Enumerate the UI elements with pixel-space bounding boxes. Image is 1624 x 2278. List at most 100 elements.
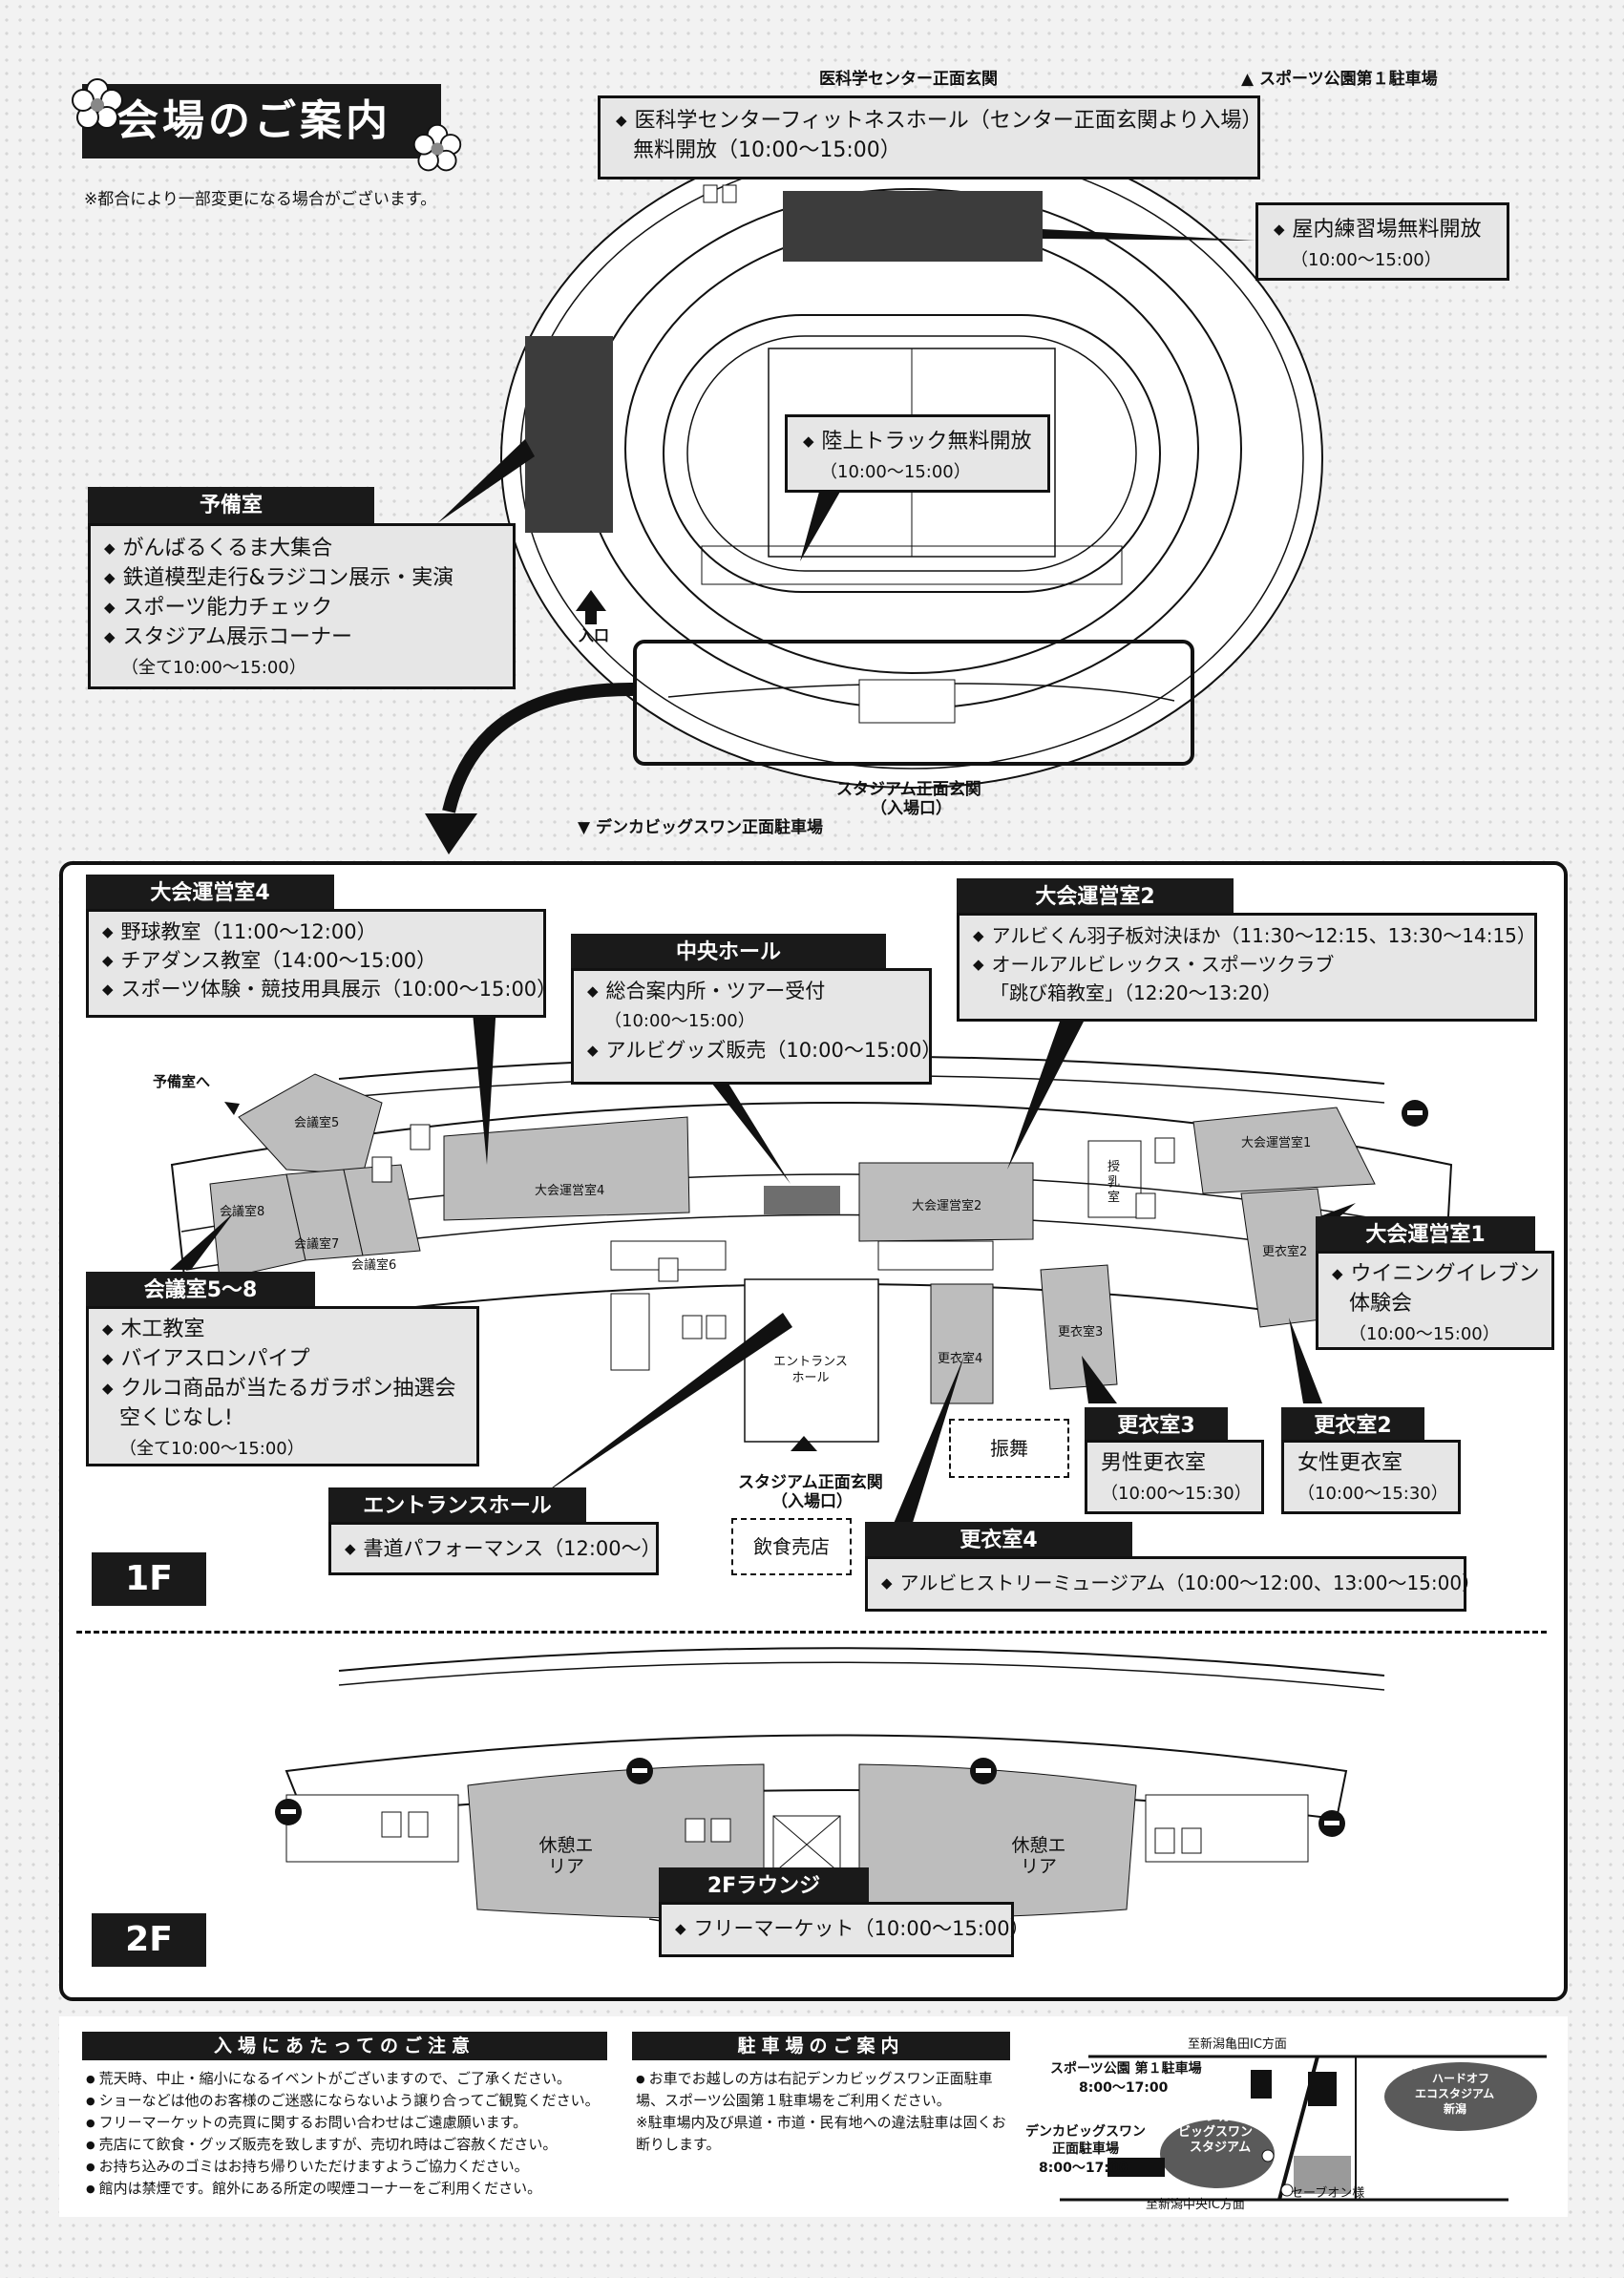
locker4-callout: アルビヒストリーミュージアム（10:00〜12:00、13:00〜15:00） [865,1556,1482,1612]
to-kameda-label: 至新潟亀田IC方面 [1188,2037,1287,2052]
fitness-hall-time: 無料開放（10:00〜15:00） [633,138,901,162]
map-label-entrance-hall: エントランスホール [773,1355,848,1385]
map-label-kaigi7: 会議室7 [294,1237,340,1252]
track-text: 陸上トラック無料開放 [803,427,1032,456]
map-label-unei1: 大会運営室1 [1241,1136,1312,1150]
reserve-item: スタジアム展示コーナー [104,622,499,652]
front-parking-label: ▼ デンカビッグスワン正面駐車場 [578,818,823,837]
indoor-practice-time: （10:00〜15:00） [1291,250,1442,270]
p1-time: 8:00〜17:00 [1079,2080,1169,2096]
locker3-title: 更衣室3 [1085,1407,1228,1445]
locker2-sub: 女性更衣室 [1297,1451,1403,1475]
p1-label: スポーツ公園 第１駐車場 [1050,2061,1202,2077]
floor-2f-tag: 2F [92,1913,206,1967]
fitness-hall-text: 医科学センターフィットネスホール（センター正面玄関より入場） [616,106,1263,136]
room1-time: （10:00〜15:00） [1349,1324,1500,1344]
map-label-kaigi6: 会議室6 [351,1258,397,1273]
reserve-room-title: 予備室 [88,487,374,525]
top-entrance-label: 医科学センター正面玄関 [819,70,998,89]
meeting-item: バイアスロンパイプ [102,1344,463,1374]
notices-title: 入場にあたってのご注意 [82,2032,607,2060]
entrance-hall-item: 書道パフォーマンス（12:00〜） [345,1534,662,1563]
room4-item: チアダンス教室（14:00〜15:00） [102,946,530,975]
stadium-mini-label-2: ビッグスワン [1178,2125,1254,2140]
notice-item: 荒天時、中止・縮小になるイベントがございますので、ご了承ください。 [86,2068,621,2090]
notice-item: ショーなどは他のお客様のご迷惑にならないよう譲り合ってご観覧ください。 [86,2090,621,2112]
p2-time: 8:00〜17:00 [1039,2161,1128,2176]
room1-title: 大会運営室1 [1316,1216,1535,1255]
entrance-hall-callout: 書道パフォーマンス（12:00〜） [328,1522,662,1575]
stadium-mini-label-3: スタジアム [1190,2141,1252,2155]
map-label-koui2: 更衣室2 [1262,1245,1308,1259]
page-title: 会場のご案内 [116,96,391,145]
to-reserve-label: 予備室へ [153,1073,211,1090]
parking-item: お車でお越しの方は右記デンカビッグスワン正面駐車場、スポーツ公園第１駐車場をご利… [636,2068,1018,2112]
notices-list: 荒天時、中止・縮小になるイベントがございますので、ご了承ください。 ショーなどは… [86,2068,621,2200]
floor2-map [275,1647,1385,1934]
locker2-time: （10:00〜15:30） [1297,1484,1448,1504]
lounge-title: 2Fラウンジ [659,1867,869,1906]
floor-1f-tag: 1F [92,1552,206,1606]
entrance-hall-title: エントランスホール [328,1487,586,1526]
map-label-unei4: 大会運営室4 [535,1184,605,1198]
reserve-item: スポーツ能力チェック [104,593,499,622]
header-note: ※都合により一部変更になる場合がございます。 [84,190,437,209]
room2-callout: アルビくん羽子板対決ほか（11:30〜12:15、13:30〜14:15） オー… [957,913,1537,1022]
food-stall-area: 飲食売店 [731,1518,852,1575]
locker4-item: アルビヒストリーミュージアム（10:00〜12:00、13:00〜15:00） [881,1569,1482,1597]
parking1-label: ▲ スポーツ公園第１駐車場 [1241,70,1438,89]
meeting-item: 木工教室 [102,1315,463,1344]
room4-item: スポーツ体験・競技用具展示（10:00〜15:00） [102,975,558,1003]
locker-room-4 [930,1283,994,1404]
room1-note: 体験会 [1349,1292,1413,1316]
floor1-map [170,1002,1453,1526]
central-hall-callout: 総合案内所・ツアー受付 （10:00〜15:00） アルビグッズ販売（10:00… [571,968,942,1085]
meeting-room-5 [238,1073,383,1175]
operation-room-1 [1192,1107,1376,1194]
lounge-item: フリーマーケット（10:00〜15:00） [675,1914,1030,1943]
map-label-unei2: 大会運営室2 [912,1199,982,1213]
track-callout: 陸上トラック無料開放（10:00〜15:00） [785,414,1050,493]
hardoff-label: ハードオフ [1432,2072,1490,2085]
meeting-time: （全て10:00〜15:00） [119,1439,305,1459]
map-label-junyu: 授乳室 [1107,1160,1121,1205]
notice-item: お持ち込みのゴミはお持ち帰りいただけますようご協力ください。 [86,2156,621,2178]
locker4-title: 更衣室4 [865,1522,1132,1560]
fitness-hall-callout: 医科学センターフィットネスホール（センター正面玄関より入場）無料開放（10:00… [598,95,1263,179]
map-label-kaigi5: 会議室5 [294,1116,340,1130]
meeting-callout: 木工教室 バイアスロンパイプ クルコ商品が当たるガラポン抽選会 空くじなし! （… [86,1306,479,1466]
central-hall-item: 総合案内所・ツアー受付 [587,977,916,1005]
lounge-callout: フリーマーケット（10:00〜15:00） [659,1902,1030,1957]
room4-callout: 野球教室（11:00〜12:00） チアダンス教室（14:00〜15:00） ス… [86,909,558,1018]
rest-area-right-label: 休憩エリア [1011,1835,1066,1877]
central-hall-title: 中央ホール [571,934,886,972]
map-label-koui4: 更衣室4 [938,1352,983,1366]
zoom-arrow [442,682,636,813]
map-label-main-gate-sub: （入場口） [771,1492,853,1511]
indoor-practice-callout: 屋内練習場無料開放 （10:00〜15:00） [1255,202,1509,281]
p2-label-2: 正面駐車場 [1052,2141,1119,2157]
p2-label: デンカビッグスワン [1025,2124,1146,2140]
locker3-time: （10:00〜15:30） [1101,1484,1252,1504]
reserve-room-area [525,336,613,533]
parking-list: お車でお越しの方は右記デンカビッグスワン正面駐車場、スポーツ公園第１駐車場をご利… [636,2068,1018,2156]
room1-item: ウイニングイレブン [1332,1259,1540,1289]
notice-item: 館内は禁煙です。館外にある所定の喫煙コーナーをご利用ください。 [86,2178,621,2200]
locker3-sub: 男性更衣室 [1101,1451,1207,1475]
operation-room-4 [443,1116,690,1221]
rest-area-right [858,1763,1137,1920]
reserve-note: （全て10:00〜15:00） [121,658,306,678]
operation-room-2 [858,1162,1034,1242]
locker-room-3 [1040,1264,1118,1390]
parking-title: 駐車場のご案内 [632,2032,1010,2060]
reserve-item: 鉄道模型走行&ラジコン展示・実演 [104,563,499,593]
parking-note: ※駐車場内及び県道・市道・民有地への違法駐車は固くお断りします。 [636,2114,1006,2153]
indoor-practice-text: 屋内練習場無料開放 [1274,215,1491,244]
room4-item: 野球教室（11:00〜12:00） [102,918,530,946]
map-label-kaigi8: 会議室8 [220,1205,265,1219]
floor-divider [76,1631,1547,1634]
central-hall-item: アルビグッズ販売（10:00〜15:00） [587,1036,942,1065]
furumai-area: 振舞 [949,1419,1069,1478]
notice-item: 売店にて飲食・グッズ販売を致しますが、売切れ時はご容赦ください。 [86,2134,621,2156]
hardoff-label-2: エコスタジアム [1415,2087,1495,2100]
